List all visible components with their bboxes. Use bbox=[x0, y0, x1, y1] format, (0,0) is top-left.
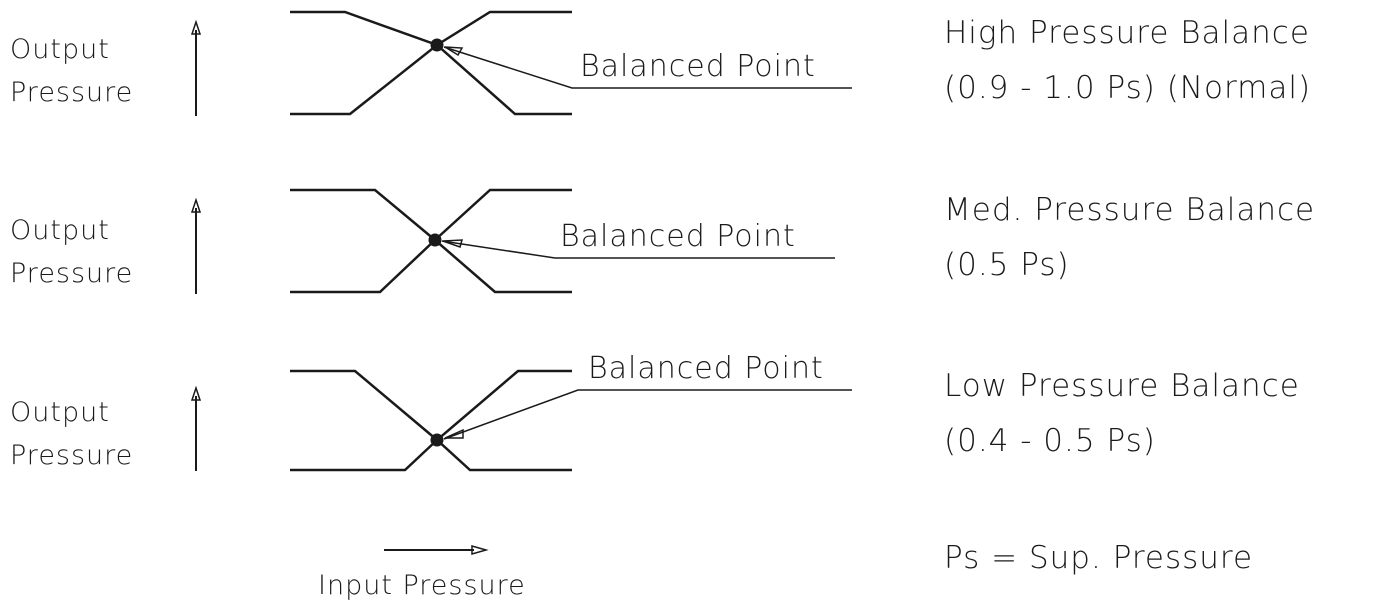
row-1-leader-line bbox=[443, 46, 852, 89]
row-3-leader-line bbox=[443, 389, 852, 440]
row-3-leader-arrowhead bbox=[444, 428, 464, 439]
row-1-leader-arrowhead bbox=[444, 46, 464, 57]
row-2-y-axis-label-line-1: Output bbox=[10, 215, 110, 246]
row-2-condition-title: Med. Pressure Balance bbox=[944, 192, 1316, 228]
legend-note: Ps = Sup. Pressure bbox=[944, 540, 1254, 576]
row-1-y-axis-label-line-2: Pressure bbox=[10, 77, 134, 108]
row-3-condition-title: Low Pressure Balance bbox=[944, 368, 1300, 404]
row-1-rising-curve bbox=[290, 10, 572, 116]
row-2-condition-range: (0.5 Ps) bbox=[944, 247, 1070, 283]
row-2-crossover-curves bbox=[290, 188, 835, 294]
row-1-falling-curve bbox=[290, 10, 572, 116]
row-1-balanced-point-label: Balanced Point bbox=[580, 49, 816, 84]
row-1-balanced-point-marker bbox=[430, 38, 444, 52]
row-1-condition-title: High Pressure Balance bbox=[944, 15, 1310, 51]
row-3-rising-curve bbox=[290, 369, 572, 472]
row-2-y-axis-arrow bbox=[190, 197, 202, 294]
row-2-leader-line bbox=[441, 240, 835, 259]
row-3-crossover-curves bbox=[290, 369, 852, 472]
row-2-y-axis-label-line-2: Pressure bbox=[10, 258, 134, 289]
row-1-crossover-curves bbox=[290, 10, 852, 116]
row-3-falling-curve bbox=[290, 369, 572, 472]
row-1-condition-range: (0.9 - 1.0 Ps) (Normal) bbox=[944, 70, 1312, 106]
row-3-y-axis-arrow bbox=[190, 385, 202, 471]
row-3-y-axis-label-line-2: Pressure bbox=[10, 440, 134, 471]
row-1-y-axis-label-line-1: Output bbox=[10, 34, 110, 65]
x-axis-label: Input Pressure bbox=[318, 570, 526, 601]
x-axis-arrow bbox=[384, 545, 489, 555]
row-2-leader-arrowhead bbox=[442, 239, 464, 248]
row-3-condition-range: (0.4 - 0.5 Ps) bbox=[944, 423, 1156, 459]
row-3-balanced-point-marker bbox=[430, 433, 444, 447]
row-3-y-axis-label-line-1: Output bbox=[10, 397, 110, 428]
row-3-balanced-point-label: Balanced Point bbox=[588, 351, 824, 386]
row-2-balanced-point-marker bbox=[428, 233, 442, 247]
row-2-balanced-point-label: Balanced Point bbox=[560, 219, 796, 254]
row-1-y-axis-arrow bbox=[190, 19, 202, 116]
